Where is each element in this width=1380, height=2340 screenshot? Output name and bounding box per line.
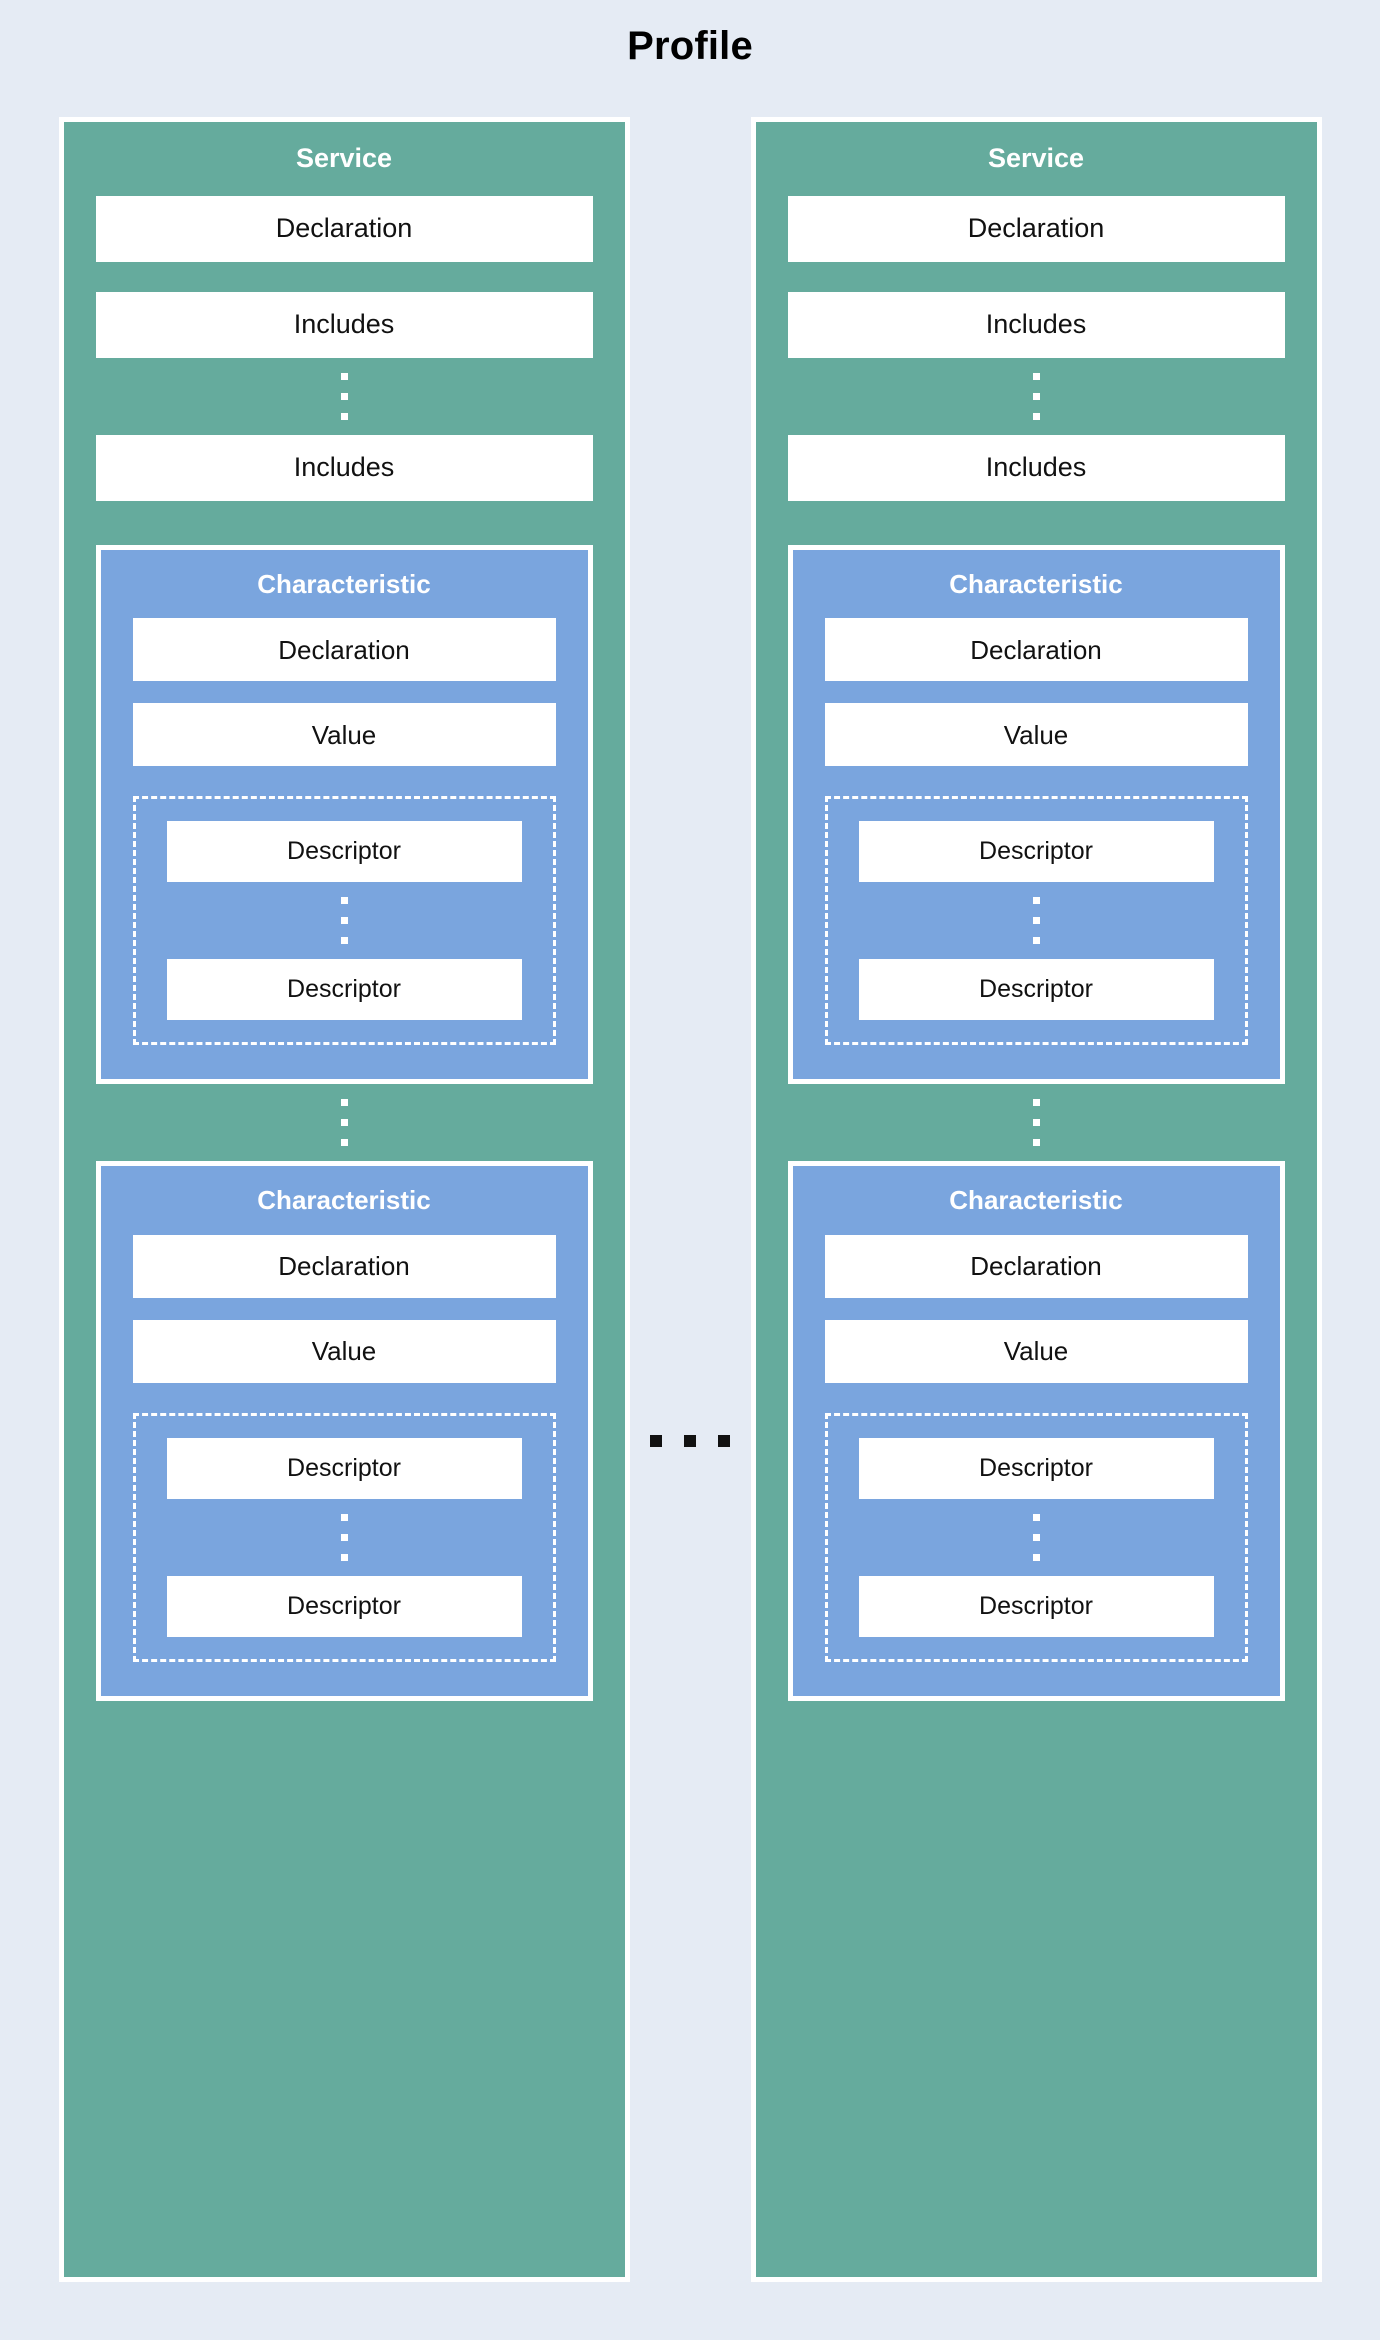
descriptor-box-last[interactable]: Descriptor bbox=[858, 959, 1214, 1021]
characteristic-title: Characteristic bbox=[949, 568, 1123, 599]
descriptor-group[interactable]: Descriptor Descriptor bbox=[824, 1412, 1248, 1662]
ellipsis-dot bbox=[340, 1533, 348, 1541]
service-declaration-box[interactable]: Declaration bbox=[787, 195, 1285, 262]
characteristic-title: Characteristic bbox=[257, 1185, 431, 1216]
includes-vertical-ellipsis-icon bbox=[96, 358, 593, 435]
ellipsis-dot bbox=[1032, 1533, 1040, 1541]
characteristic-vertical-ellipsis-icon bbox=[788, 1084, 1285, 1161]
descriptor-box-last[interactable]: Descriptor bbox=[858, 1575, 1214, 1637]
ellipsis-dot bbox=[340, 917, 348, 925]
descriptor-box-last[interactable]: Descriptor bbox=[166, 1575, 522, 1637]
service-includes-box-first[interactable]: Includes bbox=[787, 291, 1285, 358]
ellipsis-dot bbox=[340, 372, 348, 380]
descriptor-group[interactable]: Descriptor Descriptor bbox=[132, 1412, 556, 1662]
ellipsis-dot bbox=[1032, 1099, 1040, 1107]
characteristic-title: Characteristic bbox=[949, 1185, 1123, 1216]
ellipsis-dot bbox=[340, 1139, 348, 1147]
ellipsis-dot bbox=[1032, 1119, 1040, 1127]
ellipsis-dot bbox=[1032, 1513, 1040, 1521]
service-title: Service bbox=[295, 143, 393, 173]
characteristic-value-box[interactable]: Value bbox=[824, 1319, 1248, 1383]
descriptor-box-first[interactable]: Descriptor bbox=[166, 821, 522, 883]
characteristic-value-box[interactable]: Value bbox=[824, 703, 1248, 767]
service-columns: Service Declaration Includes Includes Ch… bbox=[0, 117, 1380, 2282]
ellipsis-dot bbox=[340, 897, 348, 905]
ellipsis-dot bbox=[340, 1513, 348, 1521]
service-includes-box-first[interactable]: Includes bbox=[95, 291, 593, 358]
characteristic-declaration-box[interactable]: Declaration bbox=[824, 1234, 1248, 1298]
descriptor-box-first[interactable]: Descriptor bbox=[858, 1437, 1214, 1499]
descriptor-vertical-ellipsis-icon bbox=[859, 1499, 1214, 1576]
service-includes-box-last[interactable]: Includes bbox=[787, 434, 1285, 501]
descriptor-group[interactable]: Descriptor Descriptor bbox=[132, 796, 556, 1046]
ellipsis-dot bbox=[340, 392, 348, 400]
ellipsis-dot bbox=[684, 1435, 696, 1447]
service-title: Service bbox=[987, 143, 1085, 173]
service-includes-box-last[interactable]: Includes bbox=[95, 434, 593, 501]
ellipsis-dot bbox=[340, 1119, 348, 1127]
characteristic-block-0[interactable]: Characteristic Declaration Value Descrip… bbox=[787, 544, 1285, 1085]
characteristic-title: Characteristic bbox=[257, 568, 431, 599]
descriptor-vertical-ellipsis-icon bbox=[167, 882, 522, 959]
descriptor-box-first[interactable]: Descriptor bbox=[166, 1437, 522, 1499]
descriptor-vertical-ellipsis-icon bbox=[167, 1499, 522, 1576]
ellipsis-dot bbox=[718, 1435, 730, 1447]
ellipsis-dot bbox=[1032, 392, 1040, 400]
services-horizontal-ellipsis-icon bbox=[630, 1435, 751, 1447]
columns-gap bbox=[630, 117, 751, 2282]
characteristic-vertical-ellipsis-icon bbox=[96, 1084, 593, 1161]
ellipsis-dot bbox=[1032, 412, 1040, 420]
ellipsis-dot bbox=[340, 937, 348, 945]
descriptor-box-last[interactable]: Descriptor bbox=[166, 959, 522, 1021]
ellipsis-dot bbox=[1032, 1139, 1040, 1147]
descriptor-group[interactable]: Descriptor Descriptor bbox=[824, 796, 1248, 1046]
ellipsis-dot bbox=[1032, 1553, 1040, 1561]
characteristic-block-0[interactable]: Characteristic Declaration Value Descrip… bbox=[95, 544, 593, 1085]
service-block-1[interactable]: Service Declaration Includes Includes Ch… bbox=[750, 117, 1322, 2282]
ellipsis-dot bbox=[340, 412, 348, 420]
characteristic-block-1[interactable]: Characteristic Declaration Value Descrip… bbox=[787, 1161, 1285, 1701]
ellipsis-dot bbox=[1032, 897, 1040, 905]
characteristic-block-1[interactable]: Characteristic Declaration Value Descrip… bbox=[95, 1161, 593, 1701]
ellipsis-dot bbox=[1032, 372, 1040, 380]
includes-vertical-ellipsis-icon bbox=[788, 358, 1285, 435]
characteristic-declaration-box[interactable]: Declaration bbox=[132, 618, 556, 682]
characteristic-declaration-box[interactable]: Declaration bbox=[824, 618, 1248, 682]
service-declaration-box[interactable]: Declaration bbox=[95, 195, 593, 262]
characteristic-declaration-box[interactable]: Declaration bbox=[132, 1234, 556, 1298]
descriptor-vertical-ellipsis-icon bbox=[859, 882, 1214, 959]
characteristic-value-box[interactable]: Value bbox=[132, 1319, 556, 1383]
page-title: Profile bbox=[627, 24, 753, 68]
service-block-0[interactable]: Service Declaration Includes Includes Ch… bbox=[58, 117, 630, 2282]
descriptor-box-first[interactable]: Descriptor bbox=[858, 821, 1214, 883]
ellipsis-dot bbox=[340, 1553, 348, 1561]
ellipsis-dot bbox=[340, 1099, 348, 1107]
ellipsis-dot bbox=[650, 1435, 662, 1447]
ellipsis-dot bbox=[1032, 937, 1040, 945]
ellipsis-dot bbox=[1032, 917, 1040, 925]
characteristic-value-box[interactable]: Value bbox=[132, 703, 556, 767]
